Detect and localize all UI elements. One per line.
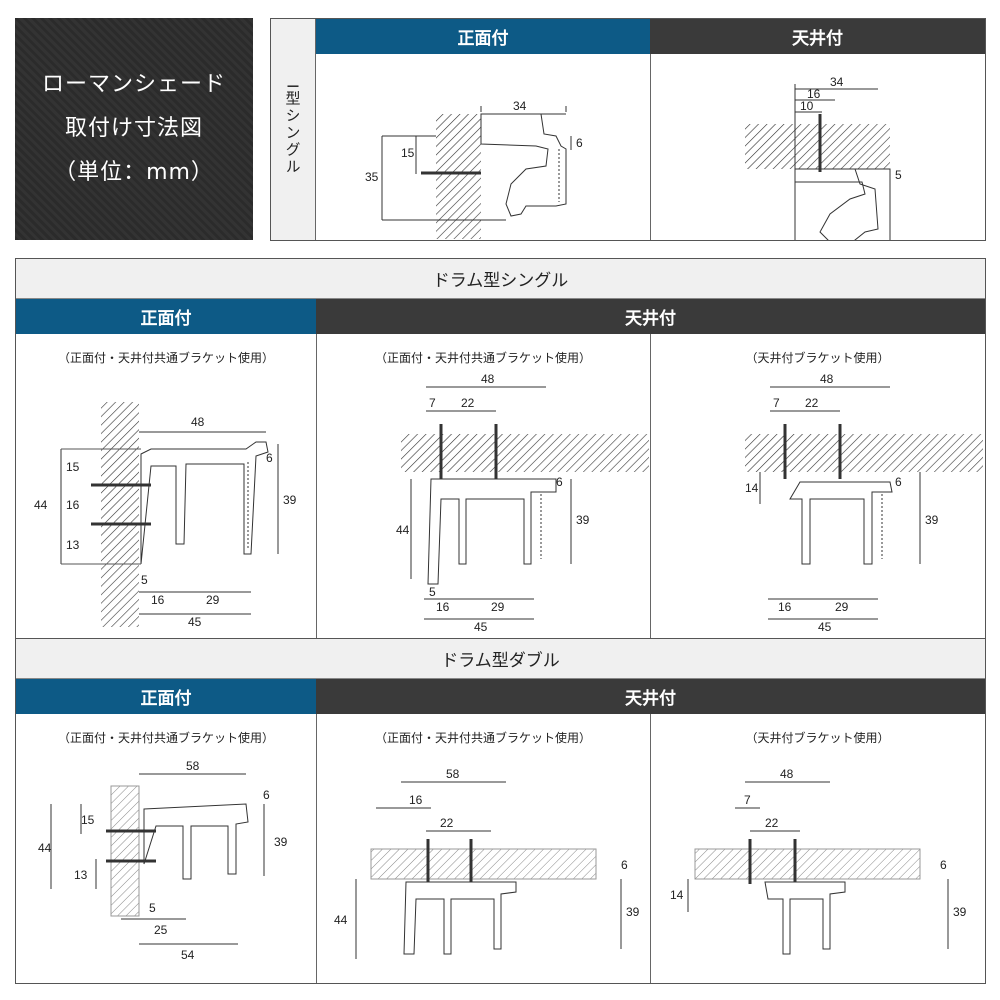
drum-double-front-header: 正面付 (16, 679, 316, 714)
dim: 7 (429, 396, 436, 410)
divider (650, 714, 651, 983)
drum-double-panel: ドラム型ダブル 正面付 天井付 （正面付・天井付共通ブラケット使用） （正面付・… (15, 638, 986, 984)
dim-5c: 5 (895, 168, 902, 182)
i-type-ceiling-diagram: 34 16 10 5 (745, 75, 902, 240)
dim: 45 (188, 615, 202, 629)
dim: 45 (818, 620, 832, 634)
dim: 6 (621, 858, 628, 872)
dim: 39 (274, 835, 288, 849)
dim: 6 (263, 788, 270, 802)
dim: 16 (778, 600, 792, 614)
dim: 44 (38, 841, 52, 855)
divider (650, 54, 651, 240)
dim: 7 (773, 396, 780, 410)
dim: 13 (74, 868, 88, 882)
dim: 14 (745, 481, 759, 495)
dim: 15 (66, 460, 80, 474)
divider (650, 334, 651, 638)
dim: 29 (206, 593, 220, 607)
i-type-ceiling-header: 天井付 (650, 19, 985, 54)
dim-10c: 10 (800, 99, 814, 113)
drum-single-title: ドラム型シングル (16, 259, 985, 299)
divider (316, 334, 317, 638)
dim-6: 6 (576, 136, 583, 150)
dim: 29 (835, 600, 849, 614)
dim: 58 (446, 767, 460, 781)
dim-35: 35 (365, 170, 379, 184)
dim: 6 (266, 451, 273, 465)
title-line-2: 取付け寸法図 (64, 116, 203, 141)
drum-single-panel: ドラム型シングル 正面付 天井付 （正面付・天井付共通ブラケット使用） （正面付… (15, 258, 986, 639)
dim: 7 (744, 793, 751, 807)
drum-single-front-header: 正面付 (16, 299, 316, 334)
divider (316, 714, 317, 983)
dim: 5 (429, 585, 436, 599)
drum-single-ceiling-header: 天井付 (316, 299, 985, 334)
drum-single-front-diagram: 48 44 15 16 13 39 6 5 16 29 45 (34, 402, 297, 629)
dim: 5 (149, 901, 156, 915)
note-common-2: （正面付・天井付共通ブラケット使用） (374, 351, 591, 365)
title-box: ローマンシェード 取付け寸法図 （単位：mm） (15, 18, 253, 240)
i-type-label-text: I型シングル (283, 83, 302, 176)
dim: 39 (953, 905, 967, 919)
dim: 48 (820, 374, 834, 386)
dim: 39 (925, 513, 939, 527)
dim: 44 (334, 913, 348, 927)
dim: 16 (66, 498, 80, 512)
dim: 22 (765, 816, 779, 830)
drum-double-ceiling-header: 天井付 (316, 679, 985, 714)
dim-34c: 34 (830, 75, 844, 89)
dim: 16 (436, 600, 450, 614)
dim: 25 (154, 923, 168, 937)
dim: 6 (556, 475, 563, 489)
drum-single-right-diagram: 48 7 22 14 39 6 16 29 45 (745, 374, 983, 634)
dim: 22 (440, 816, 454, 830)
drum-single-mid-diagram: 48 7 22 44 39 6 5 16 29 45 (396, 374, 649, 634)
note-ceiling-2: （天井付ブラケット使用） (745, 731, 890, 745)
note-common-3: （正面付・天井付共通ブラケット使用） (57, 731, 274, 745)
dim-34: 34 (513, 99, 527, 113)
dim: 16 (409, 793, 423, 807)
dim: 44 (396, 523, 410, 537)
note-ceiling-1: （天井付ブラケット使用） (745, 351, 890, 365)
dim: 6 (895, 475, 902, 489)
dim: 15 (81, 813, 95, 827)
dim-15: 15 (401, 146, 415, 160)
drum-double-right-diagram: 48 7 22 14 39 6 (670, 767, 967, 955)
i-type-front-header: 正面付 (316, 19, 650, 54)
drum-double-mid-diagram: 58 16 22 44 39 6 (334, 767, 640, 959)
dim: 29 (491, 600, 505, 614)
i-type-single-panel: I型シングル 正面付 天井付 34 15 35 6 (270, 18, 986, 241)
note-common-4: （正面付・天井付共通ブラケット使用） (374, 731, 591, 745)
title-line-1: ローマンシェード (41, 72, 226, 97)
dim: 6 (940, 858, 947, 872)
i-type-front-diagram: 34 15 35 6 (365, 99, 583, 239)
drum-double-title: ドラム型ダブル (16, 639, 985, 679)
dim: 44 (34, 498, 48, 512)
dim: 58 (186, 759, 200, 773)
title-line-3: （単位：mm） (54, 160, 214, 185)
dim: 14 (670, 888, 684, 902)
drum-double-front-diagram: 58 44 15 13 39 6 5 25 54 (38, 759, 288, 962)
dim: 22 (805, 396, 819, 410)
dim: 48 (481, 374, 495, 386)
dim: 16 (151, 593, 165, 607)
dim: 54 (181, 948, 195, 962)
i-type-side-label: I型シングル (271, 19, 316, 240)
dim: 39 (576, 513, 590, 527)
dim: 39 (626, 905, 640, 919)
dim: 22 (461, 396, 475, 410)
dim: 5 (141, 573, 148, 587)
dim: 39 (283, 493, 297, 507)
dim: 48 (191, 415, 205, 429)
note-common-1: （正面付・天井付共通ブラケット使用） (57, 351, 274, 365)
dim: 13 (66, 538, 80, 552)
dim: 45 (474, 620, 488, 634)
dim: 48 (780, 767, 794, 781)
dim-16c: 16 (807, 87, 821, 101)
